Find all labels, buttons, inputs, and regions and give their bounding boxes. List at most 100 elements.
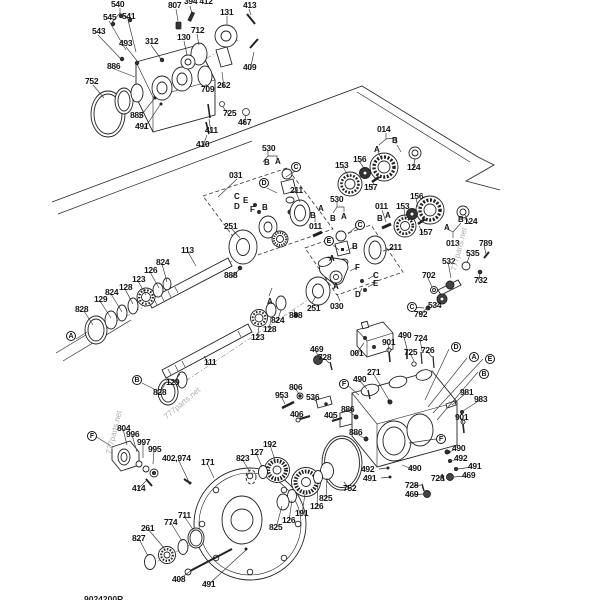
circled-ref-letter-E: E <box>485 354 495 364</box>
part-label-774: 774 <box>164 517 178 527</box>
part-label-156: 156 <box>410 191 424 201</box>
part-label-824: 824 <box>105 287 119 297</box>
part-label-827: 827 <box>132 533 146 543</box>
part-label-824: 824 <box>156 257 170 267</box>
part-label-490: 490 <box>353 374 367 384</box>
ref-letter-A: A <box>329 254 335 263</box>
part-label-157: 157 <box>419 227 433 237</box>
part-label-405: 405 <box>324 410 338 420</box>
ref-letter-A: A <box>341 212 347 221</box>
part-label-536: 536 <box>306 392 320 402</box>
circled-ref-letter-A: A <box>66 331 76 341</box>
part-label-541: 541 <box>122 11 136 21</box>
part-label-492: 492 <box>454 453 468 463</box>
part-label-192: 192 <box>263 439 277 449</box>
part-label-752: 752 <box>85 76 99 86</box>
footer-doc-number: 9024200R <box>84 594 124 600</box>
part-label-191: 191 <box>295 508 309 518</box>
rear-pump-fasteners <box>110 11 259 135</box>
part-label-467: 467 <box>238 117 252 127</box>
part-label-828: 828 <box>153 387 167 397</box>
part-label-886: 886 <box>107 61 121 71</box>
part-label-469: 469 <box>310 344 324 354</box>
part-label-702: 702 <box>422 270 436 280</box>
part-label-394-412: 394 412 <box>184 0 213 6</box>
circled-ref-letter-C: C <box>355 220 365 230</box>
part-label-124: 124 <box>464 216 478 226</box>
circled-ref-letter-E: E <box>324 236 334 246</box>
part-label-271: 271 <box>367 367 381 377</box>
part-label-728: 728 <box>405 480 419 490</box>
ref-letter-F: F <box>355 263 360 272</box>
part-label-211: 211 <box>389 242 402 252</box>
part-label-534: 534 <box>428 300 442 310</box>
part-label-492: 492 <box>361 464 375 474</box>
part-label-824: 824 <box>271 315 285 325</box>
part-label-261: 261 <box>141 523 155 533</box>
part-label-885: 885 <box>130 110 144 120</box>
part-label-030: 030 <box>330 301 344 311</box>
ref-letter-B: B <box>262 203 268 212</box>
part-label-540: 540 <box>111 0 125 9</box>
part-label-409: 409 <box>243 62 257 72</box>
part-label-888: 888 <box>289 310 303 320</box>
part-label-997: 997 <box>137 437 151 447</box>
part-label-996: 996 <box>126 429 140 439</box>
part-label-171: 171 <box>201 457 215 467</box>
part-label-491: 491 <box>135 121 149 131</box>
part-label-123: 123 <box>132 274 146 284</box>
part-label-728: 728 <box>431 473 445 483</box>
part-label-995: 995 <box>148 444 162 454</box>
part-label-011: 011 <box>375 201 388 211</box>
part-label-262: 262 <box>217 80 231 90</box>
circled-ref-letter-F: F <box>87 431 97 441</box>
part-label-804: 804 <box>117 423 131 433</box>
servo-piston-groups <box>280 168 392 275</box>
part-label-130: 130 <box>177 32 191 42</box>
part-label-491: 491 <box>363 473 377 483</box>
ref-letter-C: C <box>234 192 240 201</box>
part-label-124: 124 <box>407 162 421 172</box>
part-label-752: 752 <box>343 483 357 493</box>
ref-letter-D: D <box>234 202 240 211</box>
flywheel-housing-171 <box>193 467 307 581</box>
circled-ref-letter-B: B <box>132 375 142 385</box>
part-label-001: 001 <box>350 348 364 358</box>
part-label-408: 408 <box>172 574 186 584</box>
regulator-001 <box>356 320 435 369</box>
part-label-406: 406 <box>290 409 304 419</box>
part-label-312: 312 <box>145 36 159 46</box>
circled-ref-letter-F: F <box>339 379 349 389</box>
part-label-011: 011 <box>309 221 322 231</box>
part-label-728: 728 <box>318 352 332 362</box>
part-label-131: 131 <box>220 7 234 17</box>
drive-shaft-111-group <box>157 295 287 406</box>
part-label-491: 491 <box>468 461 482 471</box>
ref-letter-A: A <box>267 297 273 306</box>
part-label-469: 469 <box>462 470 476 480</box>
part-label-535: 535 <box>466 248 480 258</box>
part-label-886: 886 <box>349 427 363 437</box>
cylinder-barrel-groups <box>337 146 470 238</box>
part-label-490: 490 <box>398 330 412 340</box>
circled-ref-letter-C: C <box>407 302 417 312</box>
part-label-825: 825 <box>319 493 333 503</box>
part-label-156: 156 <box>353 154 367 164</box>
leader-end-dots <box>153 96 451 551</box>
part-label-493: 493 <box>119 38 133 48</box>
part-label-126: 126 <box>144 265 158 275</box>
part-label-127: 127 <box>250 447 264 457</box>
part-label-031: 031 <box>229 170 243 180</box>
part-label-709: 709 <box>201 84 215 94</box>
ref-letter-A: A <box>444 223 450 232</box>
part-label-013: 013 <box>446 238 460 248</box>
part-label-725: 725 <box>404 347 418 357</box>
ref-letter-B: B <box>310 211 316 220</box>
part-label-153: 153 <box>396 201 410 211</box>
part-label-532: 532 <box>442 256 456 266</box>
ref-letter-B: B <box>377 214 383 223</box>
part-label-111: 111 <box>204 357 217 367</box>
part-label-825: 825 <box>269 522 283 532</box>
part-label-712: 712 <box>191 25 205 35</box>
